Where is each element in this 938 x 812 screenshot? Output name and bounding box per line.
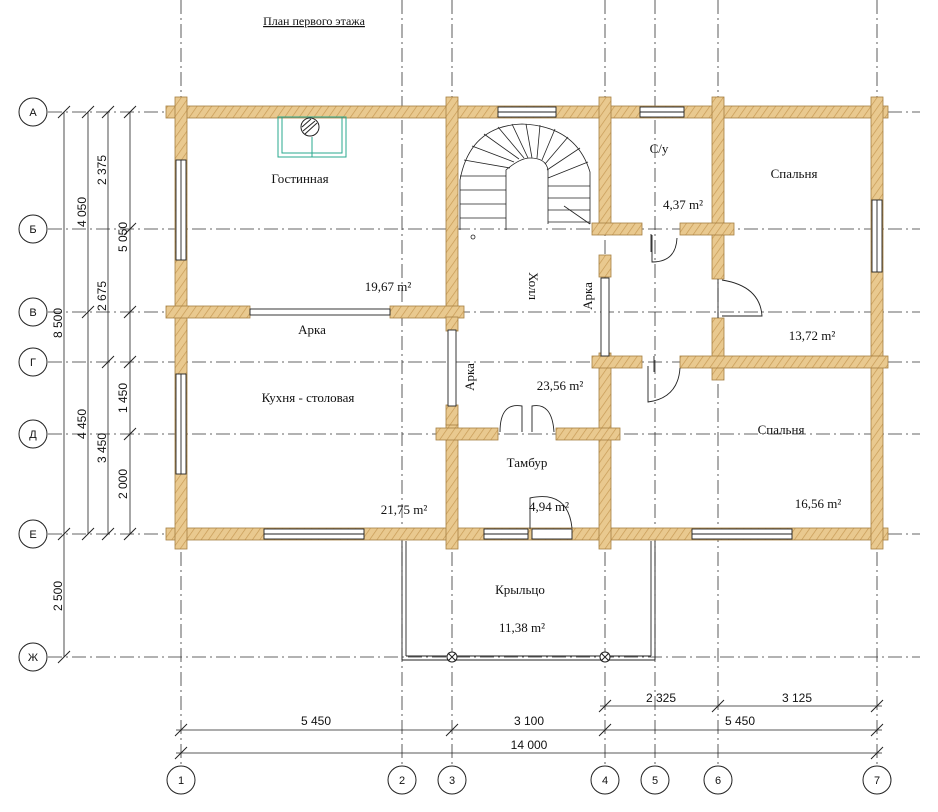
col-marker-1: 1 xyxy=(166,765,196,795)
dim-mid-bottom: 3 450 xyxy=(95,433,109,463)
svg-text:Д: Д xyxy=(29,429,37,441)
row-marker-d: Д xyxy=(18,419,48,449)
svg-text:1: 1 xyxy=(178,775,184,787)
dim-inner-3: 1 450 xyxy=(116,383,130,413)
svg-text:Е: Е xyxy=(29,529,36,541)
dim-seg-4-7: 5 450 xyxy=(725,714,755,728)
dim-seg-6-7: 3 125 xyxy=(782,691,812,705)
room-name-vestibule: Тамбур xyxy=(507,455,548,470)
svg-text:6: 6 xyxy=(715,775,721,787)
bottom-dimensions: 2 325 3 125 5 450 3 100 5 450 14 000 xyxy=(174,691,884,760)
svg-text:2: 2 xyxy=(399,775,405,787)
dim-outer-top: 4 050 xyxy=(75,197,89,227)
door-vestibule xyxy=(499,405,555,433)
arch-label: Арка xyxy=(462,363,477,391)
room-area-porch: 11,38 m² xyxy=(499,620,545,635)
room-area-hall: 23,56 m² xyxy=(537,378,584,393)
porch-post-icon xyxy=(599,651,611,663)
col-marker-3: 3 xyxy=(437,765,467,795)
svg-text:Ж: Ж xyxy=(28,652,38,664)
col-marker-5: 5 xyxy=(640,765,670,795)
room-name-living: Гостинная xyxy=(271,171,328,186)
col-marker-4: 4 xyxy=(590,765,620,795)
room-name-porch: Крыльцо xyxy=(495,582,545,597)
svg-text:4: 4 xyxy=(602,775,608,787)
window xyxy=(531,528,573,540)
svg-text:В: В xyxy=(29,307,36,319)
row-marker-e: Е xyxy=(18,519,48,549)
door-bedroom1 xyxy=(717,279,763,318)
dim-seg-4-5: 2 325 xyxy=(646,691,676,705)
room-name-kitchen: Кухня - столовая xyxy=(262,390,355,405)
room-area-kitchen: 21,75 m² xyxy=(381,502,428,517)
arch-label: Арка xyxy=(580,282,595,310)
room-area-wc: 4,37 m² xyxy=(663,197,703,212)
dim-total-width: 14 000 xyxy=(511,738,548,752)
row-markers: А Б В Г Д Е Ж xyxy=(18,97,48,672)
dim-inner-2: 2 675 xyxy=(95,281,109,311)
dim-total-height: 8 500 xyxy=(51,308,65,338)
room-labels: Гостинная 19,67 m² Арка Кухня - столовая… xyxy=(262,141,842,635)
plan-title: План первого этажа xyxy=(263,14,366,28)
column-markers: 1 2 3 4 5 6 7 xyxy=(166,765,892,795)
svg-text:7: 7 xyxy=(874,775,880,787)
dim-outer-bottom: 4 450 xyxy=(75,409,89,439)
dim-inner-4: 2 000 xyxy=(116,469,130,499)
room-area-living: 19,67 m² xyxy=(365,279,412,294)
room-name-bedroom1: Спальня xyxy=(771,166,818,181)
fireplace-icon xyxy=(277,116,347,158)
door-bedroom2 xyxy=(647,356,681,403)
room-area-vestibule: 4,94 m² xyxy=(529,499,569,514)
windows xyxy=(175,106,883,540)
room-name-bedroom2: Спальня xyxy=(758,422,805,437)
svg-text:Г: Г xyxy=(30,357,36,369)
arch-opening xyxy=(447,329,457,407)
room-area-bedroom2: 16,56 m² xyxy=(795,496,842,511)
row-marker-b: Б xyxy=(18,214,48,244)
row-marker-a: А xyxy=(18,97,48,127)
row-marker-zh: Ж xyxy=(18,642,48,672)
svg-text:5: 5 xyxy=(652,775,658,787)
walls xyxy=(165,96,889,550)
arch-label: Арка xyxy=(298,322,326,337)
dim-seg-3-4: 3 100 xyxy=(514,714,544,728)
svg-text:Б: Б xyxy=(29,224,36,236)
dim-porch-depth: 2 500 xyxy=(51,581,65,611)
dim-inner-1: 2 375 xyxy=(95,155,109,185)
col-marker-7: 7 xyxy=(862,765,892,795)
arch-opening xyxy=(600,277,610,357)
porch-post-icon xyxy=(446,651,458,663)
row-marker-g: Г xyxy=(18,347,48,377)
arch-opening xyxy=(249,308,391,316)
room-area-bedroom1: 13,72 m² xyxy=(789,328,836,343)
row-marker-v: В xyxy=(18,297,48,327)
porch-structure xyxy=(401,541,656,663)
svg-text:3: 3 xyxy=(449,775,455,787)
room-name-wc: С/у xyxy=(650,141,669,156)
left-dimensions: 8 500 2 500 4 050 4 450 5 050 3 450 2 37… xyxy=(51,105,137,664)
room-name-hall: Холл xyxy=(526,272,541,300)
door-entrance xyxy=(529,496,573,529)
door-wc xyxy=(650,234,678,263)
dim-mid-top: 5 050 xyxy=(116,222,130,252)
col-marker-6: 6 xyxy=(703,765,733,795)
col-marker-2: 2 xyxy=(387,765,417,795)
staircase xyxy=(459,123,591,240)
doors xyxy=(499,234,763,529)
dim-seg-1-3: 5 450 xyxy=(301,714,331,728)
svg-text:А: А xyxy=(29,107,37,119)
